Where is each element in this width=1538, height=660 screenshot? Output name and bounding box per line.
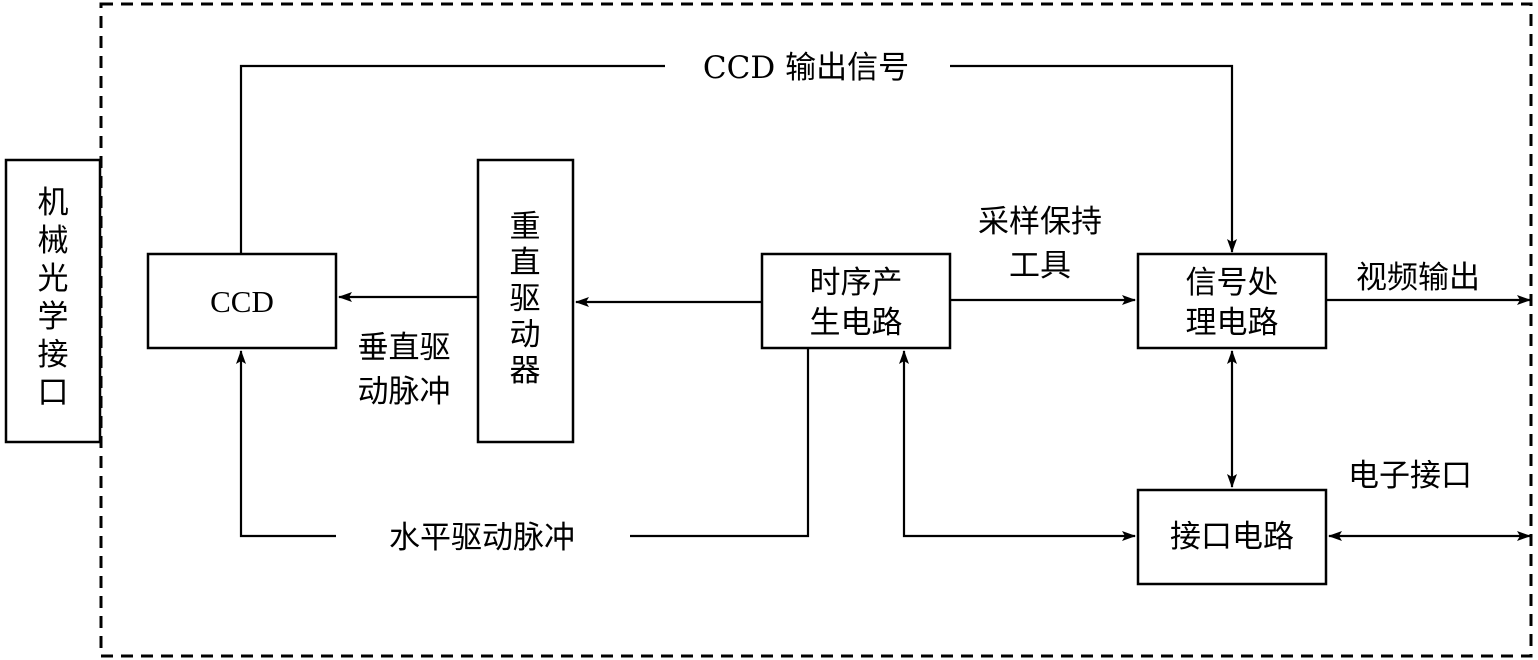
timing-gen-line: 生电路 bbox=[810, 305, 903, 341]
vertical-pulse-label-line: 动脉冲 bbox=[358, 374, 451, 410]
ccd-output-signal-label: CCD 输出信号 bbox=[703, 50, 909, 86]
mechanical-optical-interface-block: 机 械 光 学 接 口 bbox=[4, 158, 102, 444]
vertical-pulse-label-line: 垂直驱 bbox=[358, 330, 451, 366]
mech-interface-char: 械 bbox=[38, 223, 69, 259]
interface-circuit-block: 接口电路 bbox=[1136, 488, 1328, 586]
vertical-driver-char: 直 bbox=[510, 245, 541, 281]
interface-circuit-label: 接口电路 bbox=[1170, 519, 1294, 555]
sample-hold-label-line: 采样保持 bbox=[978, 204, 1102, 240]
mech-interface-char: 光 bbox=[38, 261, 69, 297]
vertical-driver-char: 驱 bbox=[510, 281, 541, 317]
signal-proc-line: 信号处 bbox=[1186, 265, 1279, 301]
mech-interface-char: 机 bbox=[38, 185, 69, 221]
ccd-block: CCD bbox=[146, 252, 338, 350]
timing-gen-line: 时序产 bbox=[810, 265, 903, 301]
horizontal-pulse-wire-right bbox=[630, 348, 810, 538]
timing-generator-block: 时序产 生电路 bbox=[760, 252, 952, 350]
vertical-driver-char: 器 bbox=[510, 353, 541, 389]
vertical-driver-char: 动 bbox=[510, 317, 541, 353]
horizontal-pulse-label: 水平驱动脉冲 bbox=[389, 520, 575, 556]
signal-processing-block: 信号处 理电路 bbox=[1136, 252, 1328, 350]
video-output-label: 视频输出 bbox=[1356, 260, 1480, 296]
ccd-output-wire-right bbox=[950, 64, 1237, 253]
horizontal-pulse-wire-left bbox=[236, 350, 336, 538]
ccd-label: CCD bbox=[210, 284, 274, 319]
vertical-driver-block: 重 直 驱 动 器 bbox=[476, 158, 575, 444]
electronic-interface-label: 电子接口 bbox=[1348, 458, 1472, 494]
ccd-output-wire-left bbox=[239, 64, 665, 254]
signal-proc-line: 理电路 bbox=[1186, 305, 1279, 341]
mech-interface-char: 接 bbox=[38, 337, 69, 373]
mech-interface-char: 学 bbox=[38, 299, 69, 335]
mech-interface-char: 口 bbox=[38, 375, 69, 411]
timing-interface-bidirectional-arrow bbox=[899, 350, 1136, 541]
sample-hold-label-line: 工具 bbox=[1009, 248, 1071, 284]
vertical-driver-char: 重 bbox=[510, 209, 541, 245]
